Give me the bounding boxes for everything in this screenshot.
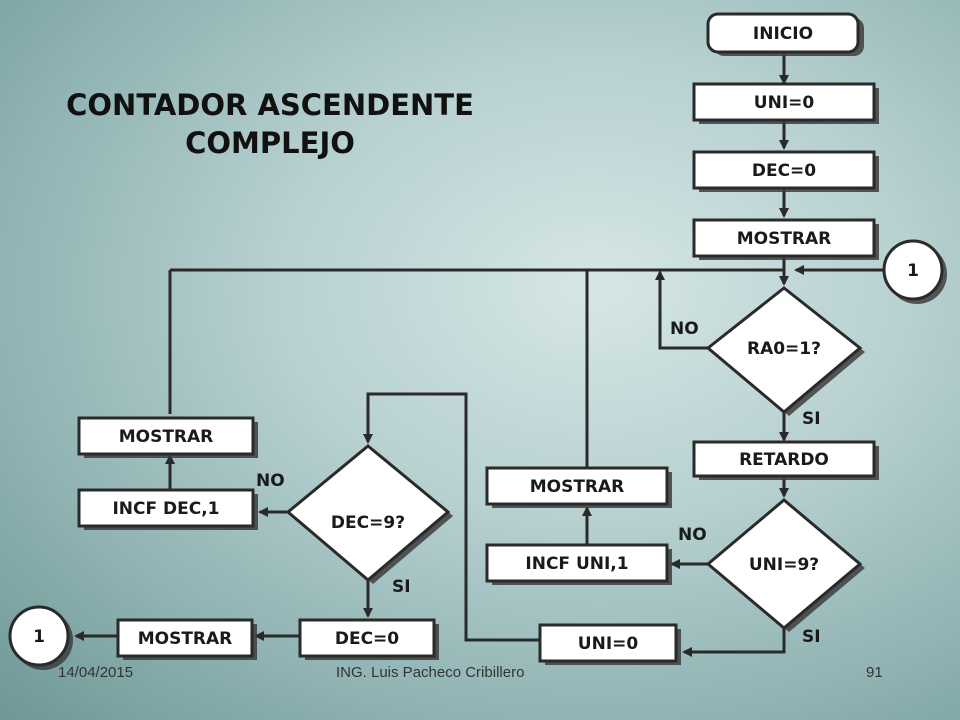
- node-mostrar-uni-label: MOSTRAR: [530, 477, 625, 497]
- label-uni9-si: SI: [802, 627, 821, 647]
- connector-left: 1: [8, 605, 73, 670]
- label-dec9-si: SI: [392, 577, 411, 597]
- flow-lines: [74, 52, 884, 657]
- node-retardo-label: RETARDO: [739, 450, 829, 470]
- node-dec-init: DEC=0: [692, 150, 879, 192]
- node-incf-dec-label: INCF DEC,1: [112, 499, 219, 519]
- edge-uni-reset-dec9: [363, 392, 540, 642]
- decision-dec9-label: DEC=9?: [331, 513, 405, 533]
- node-retardo: RETARDO: [692, 440, 879, 480]
- node-mostrar-dec-label: MOSTRAR: [119, 427, 214, 447]
- edge-uni9-si: [682, 628, 786, 657]
- node-mostrar-top-label: MOSTRAR: [737, 229, 832, 249]
- edge-ra0-no-loop: [655, 270, 708, 350]
- connector-right: 1: [882, 239, 947, 304]
- decision-ra0-label: RA0=1?: [747, 339, 821, 359]
- node-inicio: INICIO: [706, 12, 864, 56]
- node-mostrar-top: MOSTRAR: [692, 218, 879, 260]
- title-line-2: COMPLEJO: [185, 126, 355, 160]
- node-incf-dec: INCF DEC,1: [77, 488, 258, 530]
- label-ra0-si: SI: [802, 409, 821, 429]
- node-uni-init-label: UNI=0: [754, 93, 815, 113]
- label-dec9-no: NO: [256, 471, 285, 491]
- node-dec-reset: DEC=0: [298, 618, 439, 660]
- node-mostrar-bottom: MOSTRAR: [116, 618, 257, 660]
- diagram-title: CONTADOR ASCENDENTE COMPLEJO: [60, 86, 480, 162]
- node-incf-uni-label: INCF UNI,1: [525, 554, 628, 574]
- node-incf-uni: INCF UNI,1: [485, 543, 672, 585]
- decision-ra0: RA0=1?: [705, 286, 865, 416]
- decision-uni9-label: UNI=9?: [749, 555, 819, 575]
- node-mostrar-dec: MOSTRAR: [77, 416, 258, 458]
- decision-dec9: DEC=9?: [285, 444, 453, 584]
- node-mostrar-bottom-label: MOSTRAR: [138, 629, 233, 649]
- label-uni9-no: NO: [678, 525, 707, 545]
- node-dec-init-label: DEC=0: [752, 161, 816, 181]
- edge-labels: NO SI NO SI NO SI: [256, 319, 821, 647]
- connector-left-label: 1: [33, 627, 45, 647]
- footer-date: 14/04/2015: [58, 664, 134, 681]
- connector-right-label: 1: [907, 261, 919, 281]
- title-line-1: CONTADOR ASCENDENTE: [66, 88, 474, 122]
- label-ra0-no: NO: [670, 319, 699, 339]
- footer-page-number: 91: [866, 664, 883, 681]
- node-mostrar-uni: MOSTRAR: [485, 466, 672, 508]
- node-uni-reset: UNI=0: [538, 623, 681, 665]
- node-dec-reset-label: DEC=0: [335, 629, 399, 649]
- node-uni-reset-label: UNI=0: [578, 634, 639, 654]
- node-inicio-label: INICIO: [753, 24, 813, 44]
- node-uni-init: UNI=0: [692, 82, 879, 124]
- decision-uni9: UNI=9?: [705, 498, 865, 632]
- footer-author: ING. Luis Pacheco Cribillero: [336, 664, 525, 681]
